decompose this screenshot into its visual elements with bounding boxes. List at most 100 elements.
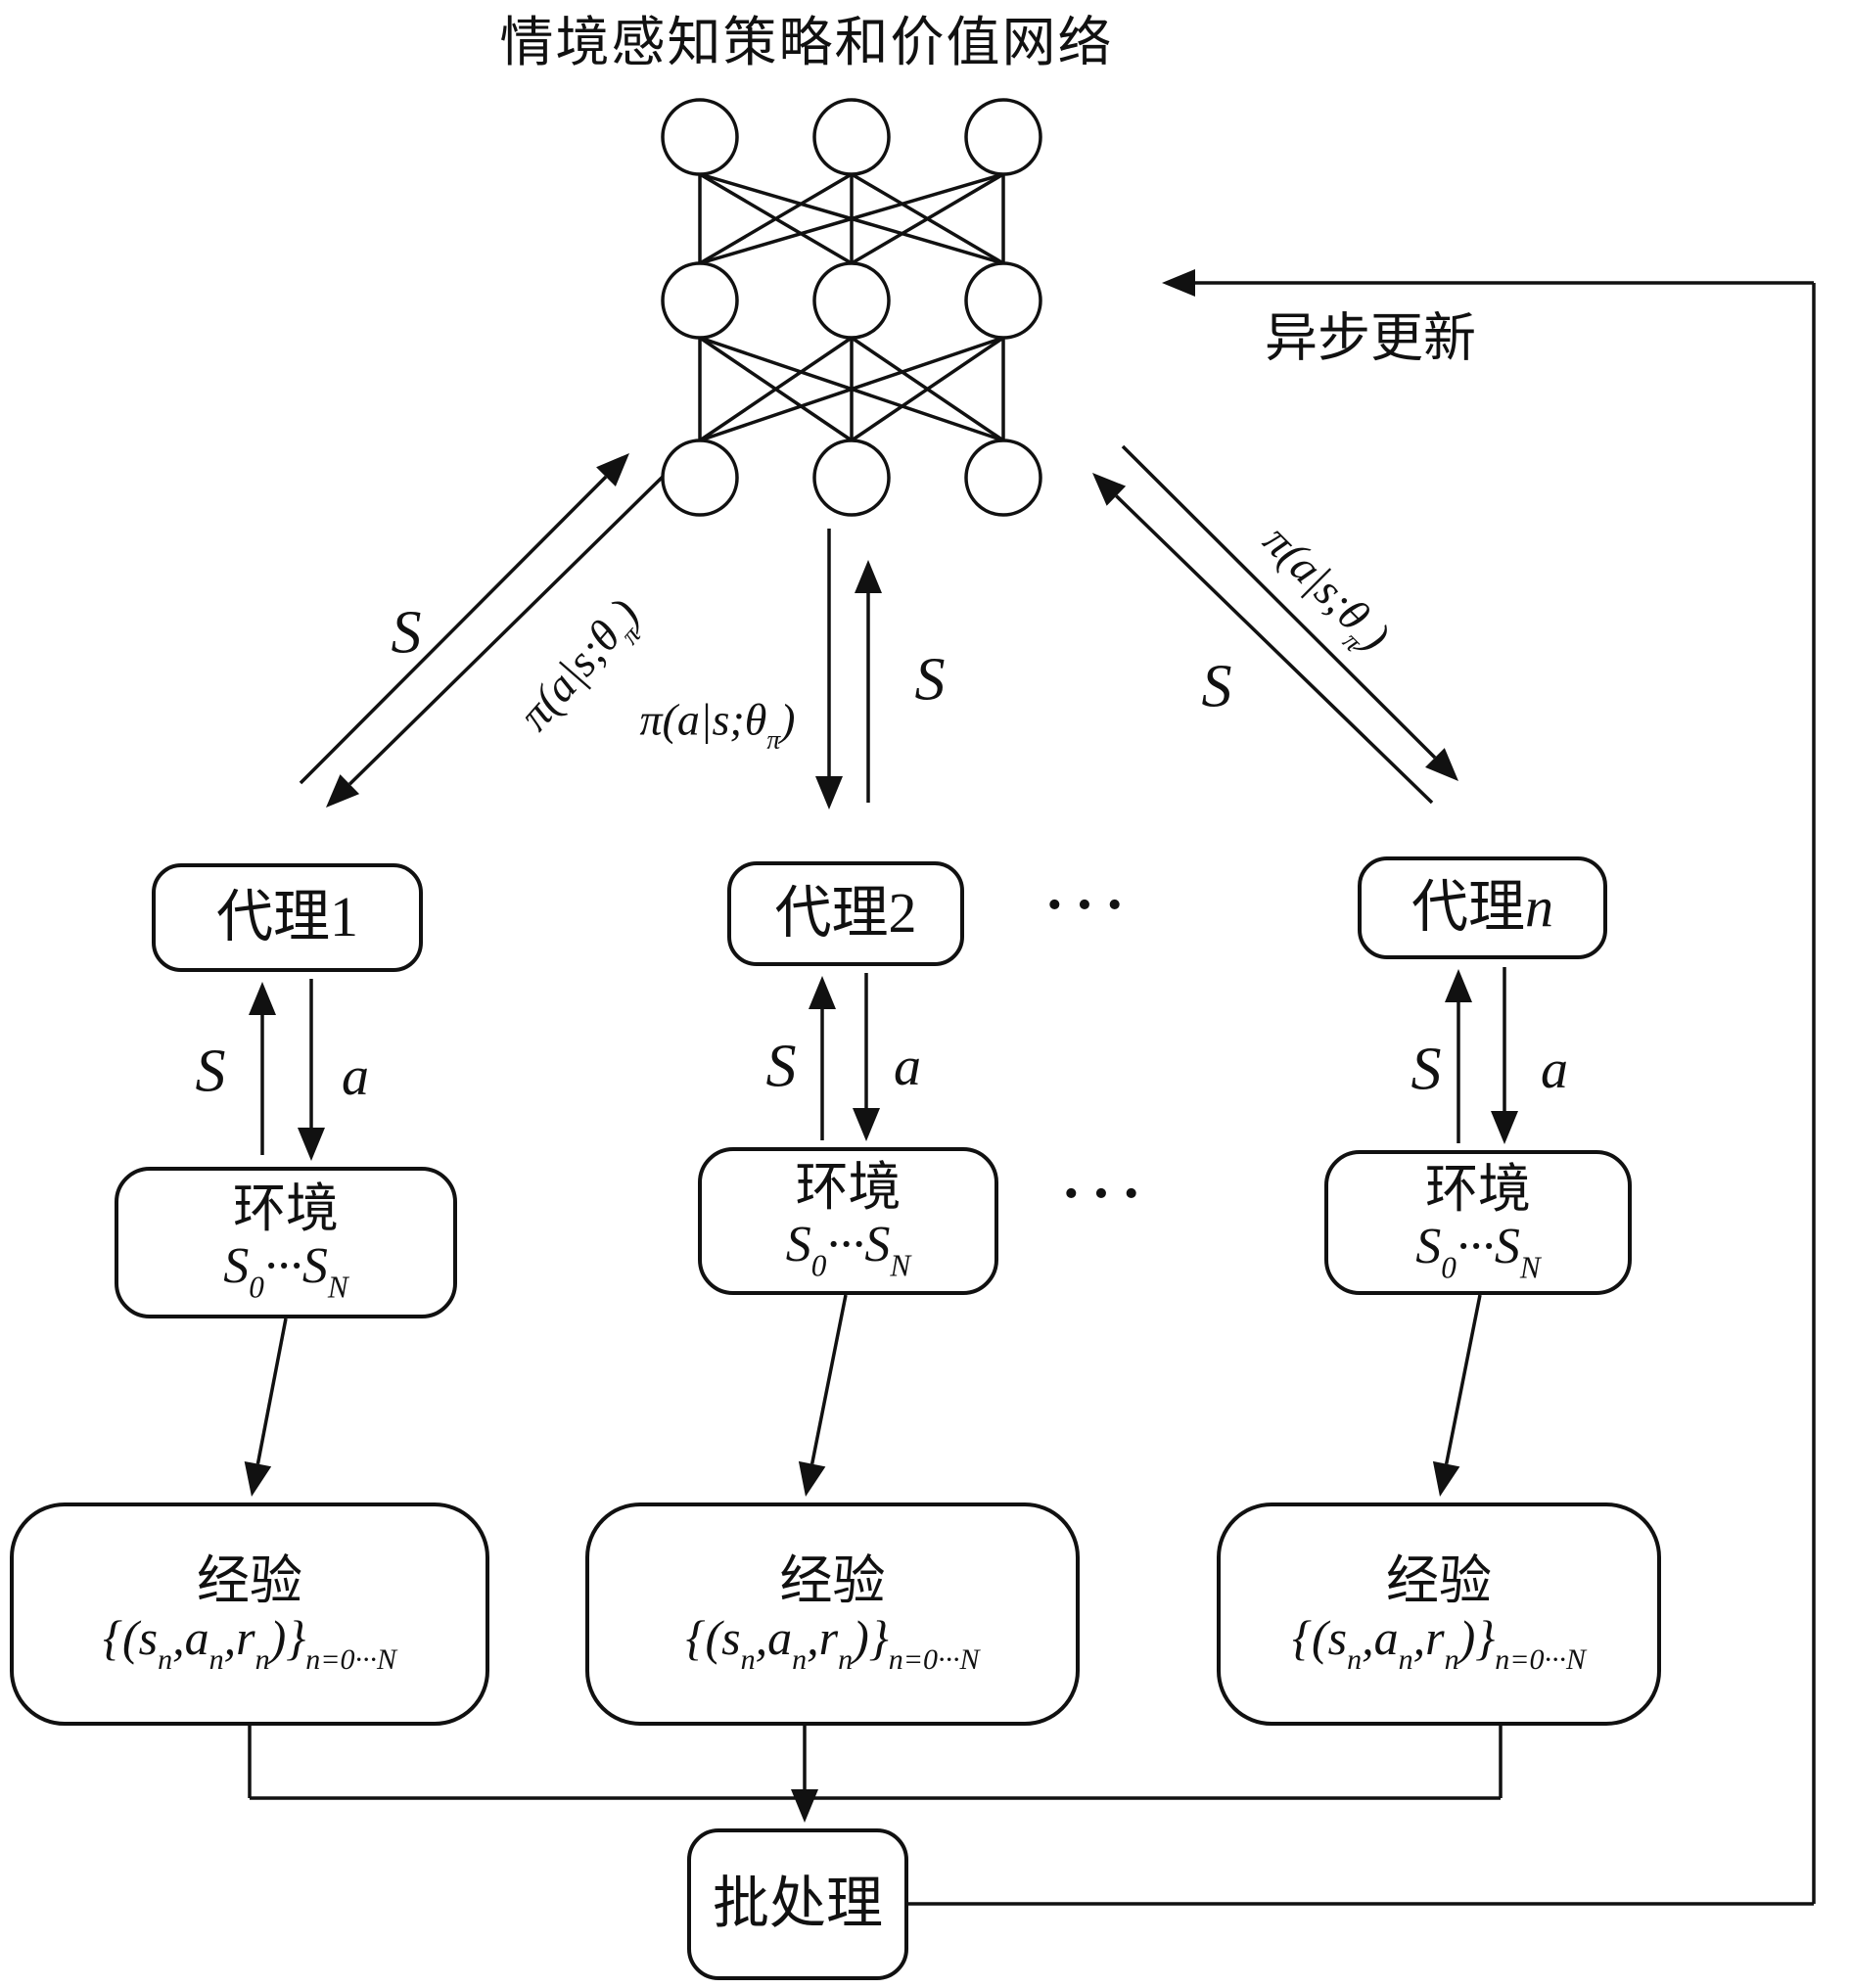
network-edge — [699, 336, 853, 442]
network-node — [812, 439, 891, 517]
exp-sub: n — [792, 1643, 808, 1677]
ellipsis-agents-row: ··· — [1043, 871, 1135, 939]
exp-sub: n — [208, 1643, 224, 1677]
arrow-env3-to-exp3-shaft — [1444, 1294, 1482, 1464]
exp-sub: n — [838, 1643, 854, 1677]
agent-label-suffix: n — [1525, 875, 1553, 940]
ellipsis-env-row: ··· — [1060, 1160, 1152, 1227]
agentn-label: 代理n — [1411, 875, 1553, 940]
agent-label-suffix: 2 — [888, 881, 917, 946]
network-edge — [851, 172, 1004, 265]
state-label-network-agent1: S — [391, 599, 422, 667]
network-node — [812, 98, 891, 176]
async-update-label: 异步更新 — [1265, 308, 1476, 368]
state-label-env1: S — [195, 1038, 226, 1105]
experience2-box: 经验 {(sn,an,rn)}n=0···N — [585, 1503, 1080, 1726]
agent1-box: 代理1 — [152, 863, 423, 972]
arrow-s-env3-to-agentn-head — [1445, 969, 1472, 1002]
arrow-s-agentn-to-network-head — [1092, 473, 1127, 506]
env-sn-sub: N — [890, 1249, 911, 1284]
experience-formula: {(sn,an,rn)}n=0···N — [686, 1610, 980, 1677]
policy-label-network-agent2: π(a|s;θπ) — [640, 694, 796, 756]
batch-label: 批处理 — [712, 1872, 883, 1936]
policy-formula-post: ) — [780, 694, 796, 745]
network-node — [661, 261, 739, 340]
arrow-env1-to-exp1-shaft — [255, 1318, 288, 1464]
exp-sub: n — [1347, 1643, 1363, 1677]
env-title: 环境 — [795, 1158, 902, 1217]
env-title: 环境 — [233, 1179, 339, 1238]
exp-sub: n — [254, 1643, 270, 1677]
action-label-env2: a — [894, 1037, 921, 1097]
action-label-env1: a — [342, 1046, 369, 1107]
network-edge — [699, 172, 1004, 265]
state-label-network-agentn: S — [1201, 653, 1232, 720]
exp-part: {(s — [1292, 1610, 1348, 1666]
network-edge — [851, 336, 1004, 442]
exp-part: ,r — [1412, 1610, 1445, 1666]
experience-title: 经验 — [197, 1550, 302, 1610]
experience-title: 经验 — [779, 1550, 886, 1610]
arrow-exp2-to-batch-head — [791, 1789, 818, 1823]
policy-formula-sub: π — [766, 723, 781, 755]
batch-processing-box: 批处理 — [687, 1828, 908, 1980]
env-s0-sub: 0 — [1441, 1250, 1457, 1285]
exp-part: )} — [853, 1610, 889, 1666]
agent1-label: 代理1 — [215, 885, 358, 949]
exp-part: {(s — [103, 1610, 159, 1666]
network-node — [812, 261, 891, 340]
env-sn: S — [301, 1238, 328, 1295]
env-sn-sub: N — [1519, 1250, 1541, 1285]
exp-range-sub: n=0···N — [305, 1643, 396, 1677]
arrow-policy-network-to-agent1-head — [326, 774, 360, 808]
arrow-s-agentn-to-network-shaft — [1115, 494, 1434, 805]
network-and-arrows — [244, 98, 1816, 1906]
experience3-box: 经验 {(sn,an,rn)}n=0···N — [1217, 1503, 1661, 1726]
exp-sub: n — [158, 1643, 173, 1677]
network-node — [964, 261, 1042, 340]
diagram-title: 情境感知策略和价值网络 — [499, 13, 1114, 72]
network-node — [661, 98, 739, 176]
env-sn: S — [1494, 1218, 1520, 1274]
exp-part: )} — [1458, 1610, 1496, 1666]
env-states-formula: S0···SN — [1415, 1219, 1540, 1286]
agent-label-prefix: 代理 — [1411, 875, 1525, 940]
policy-formula-pre: π(a|s;θ — [639, 694, 767, 745]
exp-sub: n — [740, 1643, 756, 1677]
experience-formula: {(sn,an,rn)}n=0···N — [103, 1610, 396, 1677]
arrow-a-agentn-to-env3-head — [1491, 1111, 1518, 1144]
exp-part: ,a — [1362, 1610, 1399, 1666]
env-sn-sub: N — [327, 1271, 348, 1306]
arrow-a-agent2-to-env2-head — [853, 1108, 880, 1141]
experience1-box: 经验 {(sn,an,rn)}n=0···N — [10, 1503, 489, 1726]
agent-label-suffix: 1 — [330, 885, 358, 949]
exp-range-sub: n=0···N — [1495, 1643, 1586, 1677]
env3-box: 环境 S0···SN — [1324, 1150, 1632, 1295]
agent-label-prefix: 代理 — [215, 885, 330, 949]
arrow-policy-network-to-agent1-shaft — [348, 475, 665, 786]
exp-part: ,a — [755, 1610, 793, 1666]
env-dots: ··· — [263, 1238, 302, 1295]
state-label-env2: S — [765, 1033, 797, 1100]
agent-label-prefix: 代理 — [774, 881, 889, 946]
env-s0: S — [785, 1217, 811, 1273]
arrow-policy-network-to-agent2-head — [815, 776, 843, 809]
agentn-box: 代理n — [1358, 856, 1607, 959]
env-s0-sub: 0 — [810, 1249, 827, 1284]
env-sn: S — [864, 1217, 891, 1273]
env-s0: S — [1415, 1218, 1442, 1274]
arrow-policy-network-to-agentn-head — [1425, 748, 1458, 781]
arrow-env1-to-exp1-head — [244, 1460, 272, 1497]
arrow-s-env2-to-agent2-head — [809, 976, 836, 1009]
agent2-box: 代理2 — [727, 861, 964, 966]
env2-box: 环境 S0···SN — [698, 1147, 998, 1295]
arrow-s-agent1-to-network-shaft — [299, 475, 608, 785]
state-label-network-agent2: S — [914, 646, 946, 714]
exp-part: )} — [269, 1610, 306, 1666]
action-label-env3: a — [1541, 1040, 1568, 1100]
env-dots: ··· — [1456, 1218, 1495, 1274]
experience-formula: {(sn,an,rn)}n=0···N — [1292, 1610, 1586, 1677]
arrow-env3-to-exp3-head — [1432, 1460, 1460, 1497]
